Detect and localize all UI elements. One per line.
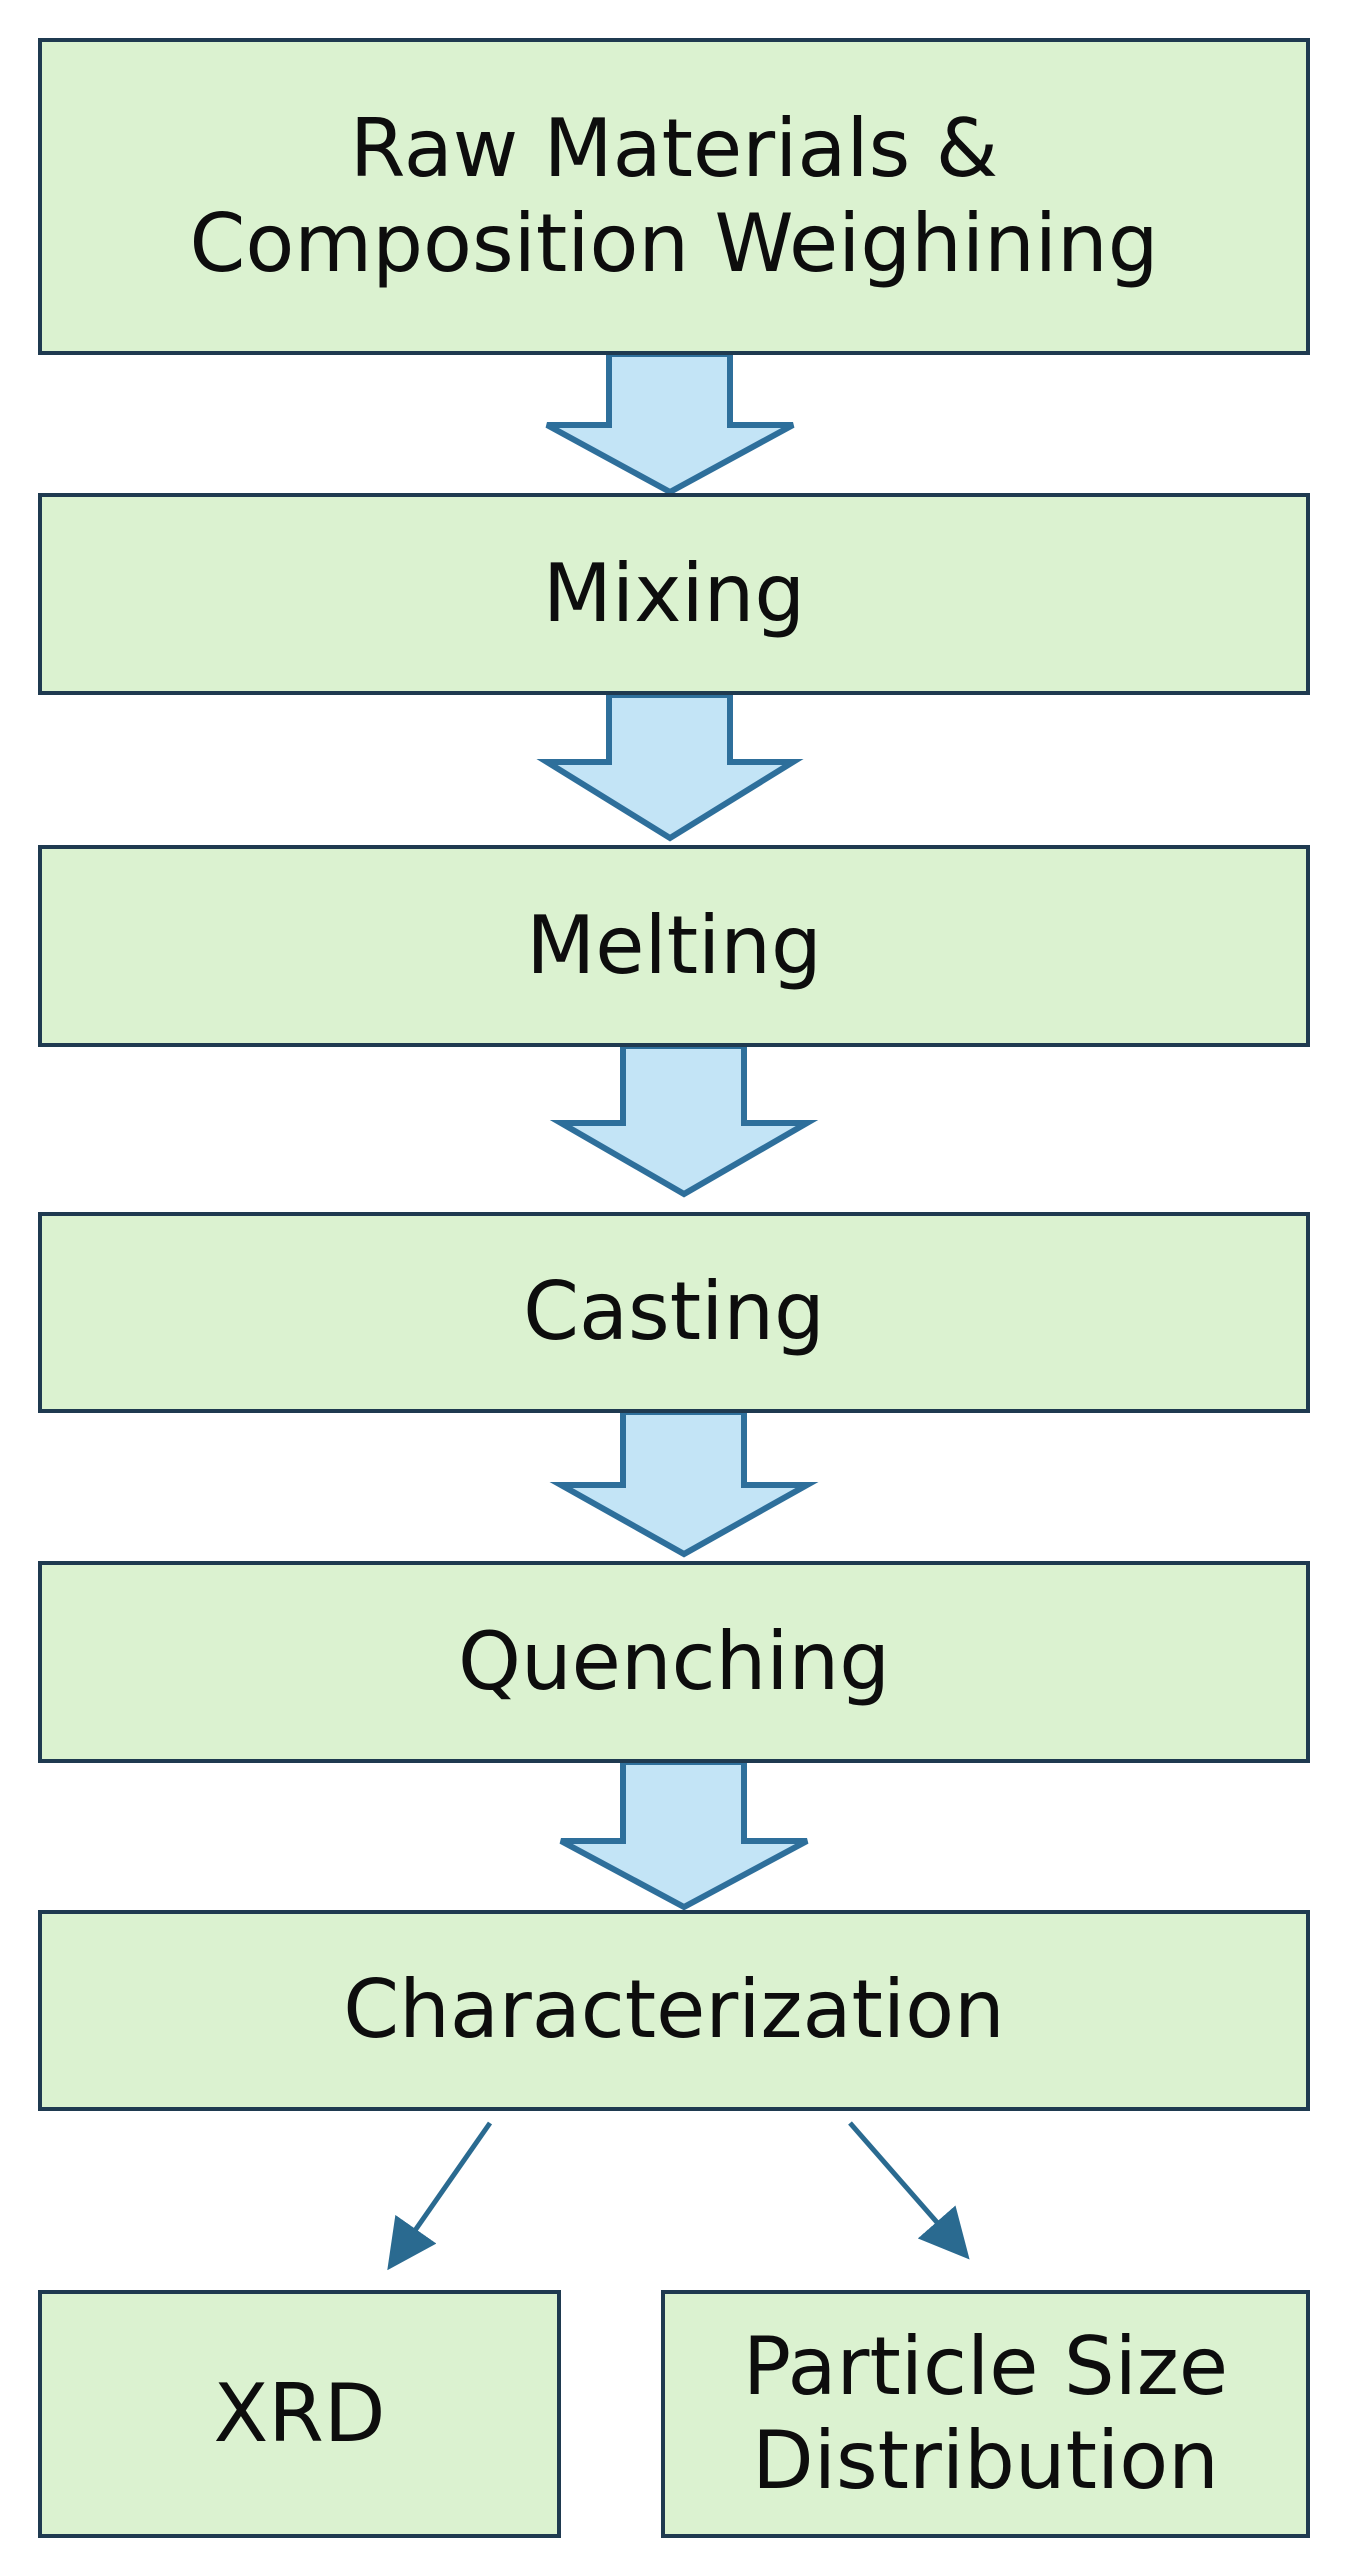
output-particle-size-distribution: Particle Size Distribution — [661, 2290, 1310, 2538]
step-casting-label: Casting — [523, 1265, 825, 1359]
step-quenching-label: Quenching — [458, 1614, 890, 1708]
output-xrd-label: XRD — [213, 2366, 386, 2460]
down-arrow-1 — [545, 351, 795, 496]
down-arrow-3 — [549, 1043, 819, 1198]
step-quenching: Quenching — [38, 1561, 1310, 1763]
step-raw-materials-line1: Raw Materials & — [349, 102, 999, 196]
step-raw-materials-line2: Composition Weighining — [189, 196, 1159, 290]
down-arrow-2 — [536, 692, 804, 842]
step-casting: Casting — [38, 1212, 1310, 1413]
down-arrow-5 — [559, 1759, 809, 1911]
step-characterization-label: Characterization — [343, 1963, 1005, 2057]
output-psd-line2: Distribution — [752, 2414, 1219, 2507]
step-raw-materials: Raw Materials & Composition Weighining — [38, 38, 1310, 355]
connector-arrow-xrd — [387, 2121, 493, 2271]
step-mixing-label: Mixing — [542, 546, 806, 640]
step-mixing: Mixing — [38, 493, 1310, 695]
step-melting: Melting — [38, 845, 1310, 1047]
output-psd-line1: Particle Size — [742, 2319, 1229, 2413]
down-arrow-4 — [549, 1409, 819, 1558]
step-characterization: Characterization — [38, 1910, 1310, 2111]
output-xrd: XRD — [38, 2290, 561, 2538]
step-melting-label: Melting — [526, 898, 822, 992]
connector-arrow-psd — [848, 2121, 970, 2260]
